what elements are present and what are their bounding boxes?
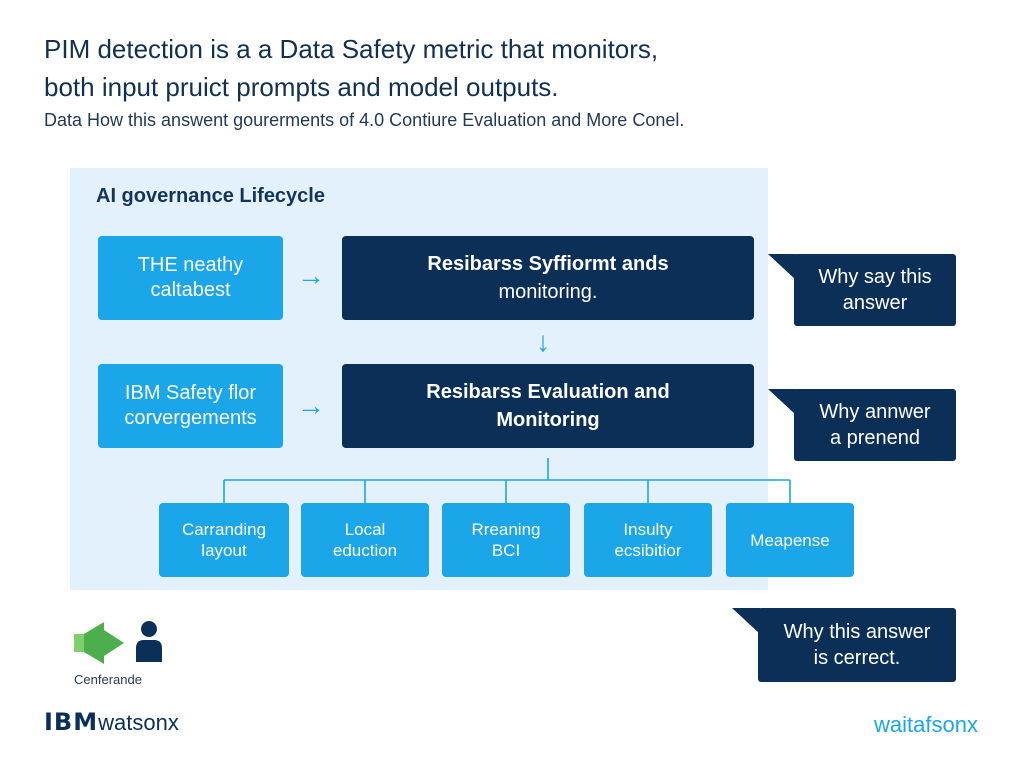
callout-2: Why annwer a prenend <box>768 389 956 461</box>
callout-label: Why annwer <box>819 401 931 423</box>
child-box-5: Meapense <box>726 503 854 577</box>
legend-label: Cenferande <box>74 672 142 687</box>
box-label: Resibarss Syffiormt ands <box>427 253 669 275</box>
callout-label: is cerrect. <box>813 647 901 669</box>
ibm-logo-text: IBM <box>44 708 99 736</box>
box-label: caltabest <box>150 279 231 301</box>
ibm-watsonx-logo: IBMwatsonx <box>44 708 179 737</box>
box-label: layout <box>201 541 247 560</box>
child-box-4: Insulty ecsibitior <box>584 503 712 577</box>
headline-line-1: PIM detection is a a Data Safety metric … <box>44 34 659 64</box>
callout-1: Why say this answer <box>768 254 956 326</box>
box-label: corvergements <box>124 407 257 429</box>
box-label: BCI <box>491 541 521 560</box>
callout-3: Why this answer is cerrect. <box>732 608 956 682</box>
box-ibm-safety: IBM Safety flor corvergements <box>98 364 283 448</box>
callout-label: Why this answer <box>783 621 931 643</box>
box-label: monitoring. <box>498 281 598 303</box>
subheadline: Data How this answent gourerments of 4.0… <box>44 110 685 130</box>
box-label: Monitoring <box>496 409 600 431</box>
brand-right-text: waitafsonx <box>874 712 978 737</box>
box-label: eduction <box>332 541 398 560</box>
megaphone-icon <box>74 622 124 664</box>
right-arrow-icon: → <box>297 260 325 291</box>
box-neathy-caltabest: THE neathy caltabest <box>98 236 283 320</box>
box-label: Rreaning <box>471 520 541 539</box>
callout-label: a prenend <box>829 427 921 449</box>
watsonx-text: watsonx <box>98 710 179 735</box>
down-arrow-icon: ↓ <box>536 326 550 357</box>
box-label: Resibarss Evaluation and <box>426 381 670 403</box>
box-label: Insulty <box>623 520 673 539</box>
box-label: Meapense <box>750 530 830 550</box>
box-label: Carranding <box>181 520 267 539</box>
box-label: IBM Safety flor <box>124 382 257 404</box>
box-evaluation-monitoring: Resibarss Evaluation and Monitoring <box>342 364 754 448</box>
box-label: ecsibitior <box>614 541 682 560</box>
box-syffiormt-monitoring: Resibarss Syffiormt ands monitoring. <box>342 236 754 320</box>
headline: PIM detection is a a Data Safety metric … <box>44 30 944 106</box>
box-label: Local <box>344 520 386 539</box>
diagram-title: AI governance Lifecycle <box>96 185 325 207</box>
child-box-1: Carranding layout <box>159 503 289 577</box>
box-label: THE neathy <box>137 254 244 276</box>
right-arrow-icon: → <box>297 390 325 421</box>
child-box-3: Rreaning BCI <box>442 503 570 577</box>
person-icon <box>136 621 162 662</box>
headline-line-2: both input pruict prompts and model outp… <box>44 72 559 102</box>
callout-label: answer <box>842 292 908 314</box>
child-box-2: Local eduction <box>301 503 429 577</box>
callout-label: Why say this <box>818 266 932 288</box>
